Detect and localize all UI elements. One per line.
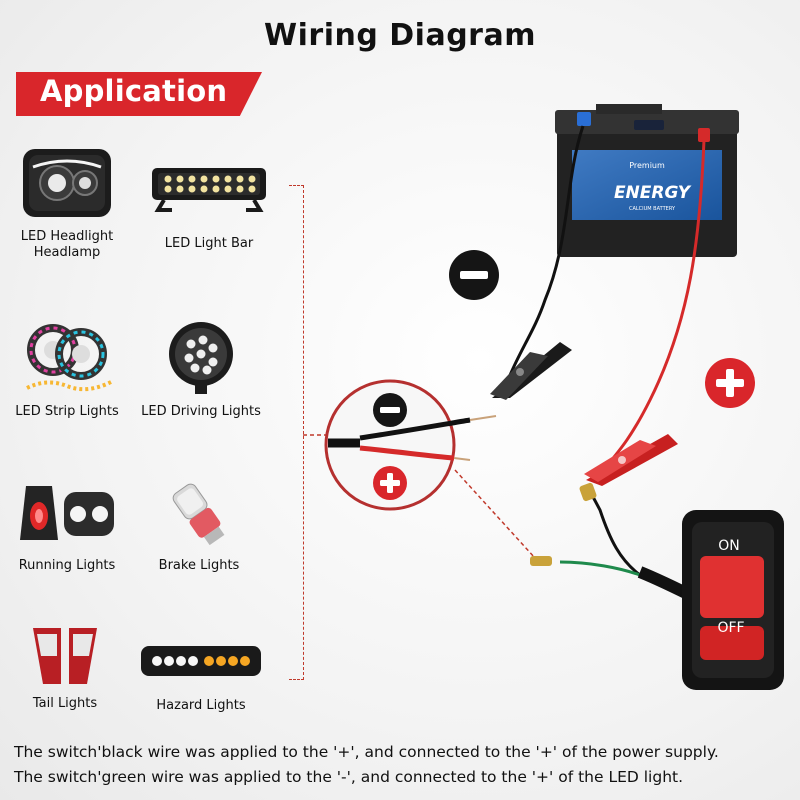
battery-tier: Premium <box>629 161 665 170</box>
wire-detail-circle <box>324 379 497 511</box>
red-clamp <box>584 434 678 486</box>
hazard-lights-icon <box>141 646 261 676</box>
battery-negative-terminal <box>577 112 591 126</box>
app-tail-lights: Tail Lights <box>0 622 140 712</box>
rocker-switch[interactable]: ON OFF <box>682 510 784 690</box>
positive-symbol-icon <box>705 358 755 408</box>
app-label-led-headlight: LED Headlight Headlamp <box>20 229 114 260</box>
battery-brand: ENERGY <box>614 183 692 203</box>
green-wire-connector <box>530 556 552 566</box>
app-label-tail-lights: Tail Lights <box>32 696 98 711</box>
switch-off-label: OFF <box>717 620 744 636</box>
instruction-line-2: The switch'green wire was applied to the… <box>14 768 684 786</box>
app-brake-lights: Brake Lights <box>124 480 274 574</box>
app-label-running-lights: Running Lights <box>18 558 116 573</box>
page-title: Wiring Diagram <box>264 18 536 53</box>
application-bracket <box>289 185 304 680</box>
battery: Premium ENERGY CALCIUM BATTERY <box>555 104 739 257</box>
application-banner-label: Application <box>40 74 228 108</box>
brake-light-bulb-icon <box>172 483 225 546</box>
battery-red-wire <box>603 139 706 469</box>
led-connector-line <box>454 469 536 559</box>
black-clamp <box>490 342 572 400</box>
driving-light-icon <box>169 322 233 394</box>
app-led-driving-lights: LED Driving Lights <box>126 318 276 420</box>
app-led-headlight: LED Headlight Headlamp <box>0 145 142 261</box>
switch-off-rocker[interactable] <box>700 626 764 660</box>
application-banner: Application <box>16 72 262 116</box>
battery-type: CALCIUM BATTERY <box>629 206 676 212</box>
battery-black-wire <box>506 125 585 381</box>
switch-black-wire <box>590 494 641 577</box>
negative-symbol-icon <box>449 250 499 300</box>
running-lights-icon <box>20 486 114 540</box>
headlight-icon <box>23 149 111 217</box>
app-running-lights: Running Lights <box>0 480 142 574</box>
app-hazard-lights: Hazard Lights <box>126 640 276 714</box>
tail-lights-icon <box>33 628 97 684</box>
switch-on-label: ON <box>718 538 740 554</box>
app-label-led-light-bar: LED Light Bar <box>164 236 254 251</box>
switch-on-rocker[interactable] <box>700 556 764 618</box>
battery-positive-terminal <box>698 128 710 142</box>
black-wire-connector <box>579 482 597 502</box>
app-label-led-driving-lights: LED Driving Lights <box>141 404 261 419</box>
strip-lights-icon <box>26 324 112 392</box>
switch-green-wire <box>559 560 641 577</box>
light-bar-icon <box>152 168 266 212</box>
app-label-brake-lights: Brake Lights <box>158 558 240 573</box>
app-label-led-strip-lights: LED Strip Lights <box>15 404 119 419</box>
app-led-light-bar: LED Light Bar <box>134 160 284 252</box>
app-label-hazard-lights: Hazard Lights <box>156 698 246 713</box>
instruction-line-1: The switch'black wire was applied to the… <box>14 743 719 761</box>
app-led-strip-lights: LED Strip Lights <box>0 318 142 420</box>
instructions: The switch'black wire was applied to the… <box>14 740 794 790</box>
